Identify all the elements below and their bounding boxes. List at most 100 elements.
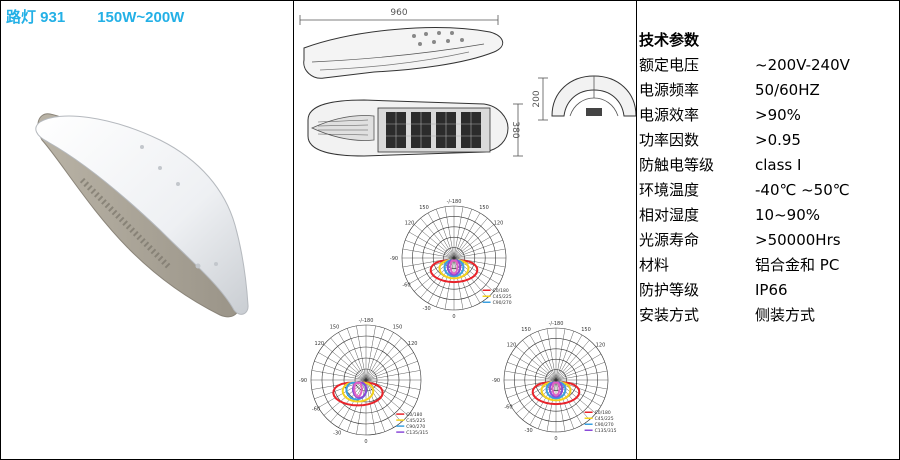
intensity-curve-yellow xyxy=(341,381,375,403)
spec-row: 电源效率 >90% xyxy=(639,103,801,128)
width-dimension-label: 380 xyxy=(510,121,520,138)
column-divider-right xyxy=(636,0,637,460)
polar-angle-label: 120 xyxy=(596,343,606,349)
legend-label: C0/180 xyxy=(406,412,422,418)
spec-label: 防触电等级 xyxy=(639,156,715,174)
column-divider-left xyxy=(293,0,294,460)
intensity-curve-yellow xyxy=(438,259,470,280)
intensity-curve-violet xyxy=(548,381,564,398)
spec-row: 电源频率 50/60HZ xyxy=(639,78,820,103)
polar-angle-label: -90 xyxy=(492,378,500,384)
spec-row: 相对湿度 10~90% xyxy=(639,203,820,228)
polar-angle-label: -/-180 xyxy=(359,318,374,324)
spec-value: -40℃ ~50℃ xyxy=(755,181,850,199)
led-modules xyxy=(386,112,481,148)
power-range: 150W~200W xyxy=(97,9,185,26)
side-view xyxy=(303,27,504,79)
polar-angle-label: 150 xyxy=(419,205,429,211)
spec-row: 额定电压 ~200V-240V xyxy=(639,53,850,78)
spec-title: 技术参数 xyxy=(639,31,700,49)
spec-label: 光源寿命 xyxy=(639,231,700,249)
polar-angle-label: 120 xyxy=(494,221,504,227)
polar-angle-label: -30 xyxy=(333,431,341,437)
product-header: 路灯 931 150W~200W xyxy=(6,6,184,27)
spec-table: 技术参数 额定电压 ~200V-240V 电源频率 50/60HZ 电源效率 >90% 功率… xyxy=(639,28,850,328)
spec-label: 材料 xyxy=(639,256,670,274)
spec-label: 额定电压 xyxy=(639,56,700,74)
legend-label: C135/315 xyxy=(595,428,617,434)
spec-value: class I xyxy=(755,156,802,174)
street-light-photo xyxy=(35,113,249,318)
intensity-curve-red xyxy=(332,381,384,407)
spec-value: >0.95 xyxy=(755,131,801,149)
intensity-curve-blue xyxy=(443,259,465,278)
spec-row: 防护等级 IP66 xyxy=(639,278,788,303)
polar-angle-label: 120 xyxy=(405,221,415,227)
spec-label: 相对湿度 xyxy=(639,206,700,224)
polar-angle-label: 150 xyxy=(581,327,591,333)
spec-value: 10~90% xyxy=(755,206,820,224)
height-dimension-label: 200 xyxy=(532,90,542,107)
spec-label: 防护等级 xyxy=(639,281,700,299)
polar-angle-label: 0 xyxy=(452,314,455,320)
intensity-curve-blue xyxy=(545,381,567,400)
spec-label: 电源频率 xyxy=(639,81,700,99)
polar-angle-label: -60 xyxy=(312,406,320,412)
polar-angle-label: 120 xyxy=(315,341,325,347)
polar-angle-label: -/-180 xyxy=(447,199,462,205)
spec-label: 电源效率 xyxy=(639,106,700,124)
spec-value: >50000Hrs xyxy=(755,231,841,249)
spec-label: 安装方式 xyxy=(639,306,700,324)
polar-angle-label: -90 xyxy=(390,256,398,262)
intensity-curve-red xyxy=(429,259,479,284)
legend-label: C0/180 xyxy=(493,288,509,294)
polar-angle-label: 150 xyxy=(479,205,489,211)
spec-row: 环境温度 -40℃ ~50℃ xyxy=(639,178,850,203)
spec-row: 材料 铝合金和 PC xyxy=(639,253,839,278)
polar-angle-label: -60 xyxy=(402,283,410,289)
spec-label: 环境温度 xyxy=(639,181,700,199)
technical-drawings: 960 380 200 -/-180 0 -90 120 150 150 120 -60 -30… xyxy=(299,8,636,445)
legend-label: C0/180 xyxy=(595,410,611,416)
spec-value: 50/60HZ xyxy=(755,81,820,99)
polar-angle-label: -/-180 xyxy=(549,321,564,327)
spec-value: IP66 xyxy=(755,281,788,299)
polar-diagram-bottom-right: -/-180 0 -90 120 150 150 120 -60 -30 C0/180C45/22… xyxy=(492,321,617,442)
spec-value: ~200V-240V xyxy=(755,56,850,74)
length-dimension-label: 960 xyxy=(390,8,407,18)
polar-angle-label: -30 xyxy=(525,428,533,434)
product-name: 路灯 931 xyxy=(6,9,66,26)
legend-label: C90/270 xyxy=(493,300,512,306)
spec-row: 功率因数 >0.95 xyxy=(639,128,801,153)
polar-angle-label: 120 xyxy=(408,341,418,347)
polar-angle-label: -30 xyxy=(423,306,431,312)
polar-angle-label: 0 xyxy=(554,436,557,442)
intensity-curve-pink xyxy=(551,381,561,397)
legend-label: C90/270 xyxy=(406,424,425,430)
polar-angle-label: -90 xyxy=(299,378,307,384)
spec-value: 侧装方式 xyxy=(755,306,816,324)
polar-diagram-top: -/-180 0 -90 120 150 150 120 -60 -30 C0/180C45/22… xyxy=(390,199,512,320)
polar-angle-label: 150 xyxy=(393,325,403,331)
polar-angle-label: 0 xyxy=(364,439,367,445)
spec-label: 功率因数 xyxy=(639,131,700,149)
polar-angle-label: -60 xyxy=(504,405,512,411)
spec-value: >90% xyxy=(755,106,801,124)
legend-label: C90/270 xyxy=(595,422,614,428)
spec-row: 防触电等级 class I xyxy=(639,153,801,178)
intensity-curve-red xyxy=(531,381,581,406)
polar-angle-label: 120 xyxy=(507,343,517,349)
intensity-curve-pink xyxy=(449,259,459,275)
legend-label: C45/225 xyxy=(406,418,425,424)
end-view xyxy=(551,75,636,117)
legend-label: C45/225 xyxy=(493,294,512,300)
intensity-curve-violet xyxy=(446,259,462,276)
spec-row: 光源寿命 >50000Hrs xyxy=(639,228,841,253)
intensity-curve-pink xyxy=(353,381,363,398)
spec-value: 铝合金和 PC xyxy=(755,256,840,274)
intensity-curve-yellow xyxy=(540,381,572,402)
legend-label: C135/315 xyxy=(406,430,428,436)
legend-label: C45/225 xyxy=(595,416,614,422)
polar-angle-label: 150 xyxy=(521,327,531,333)
